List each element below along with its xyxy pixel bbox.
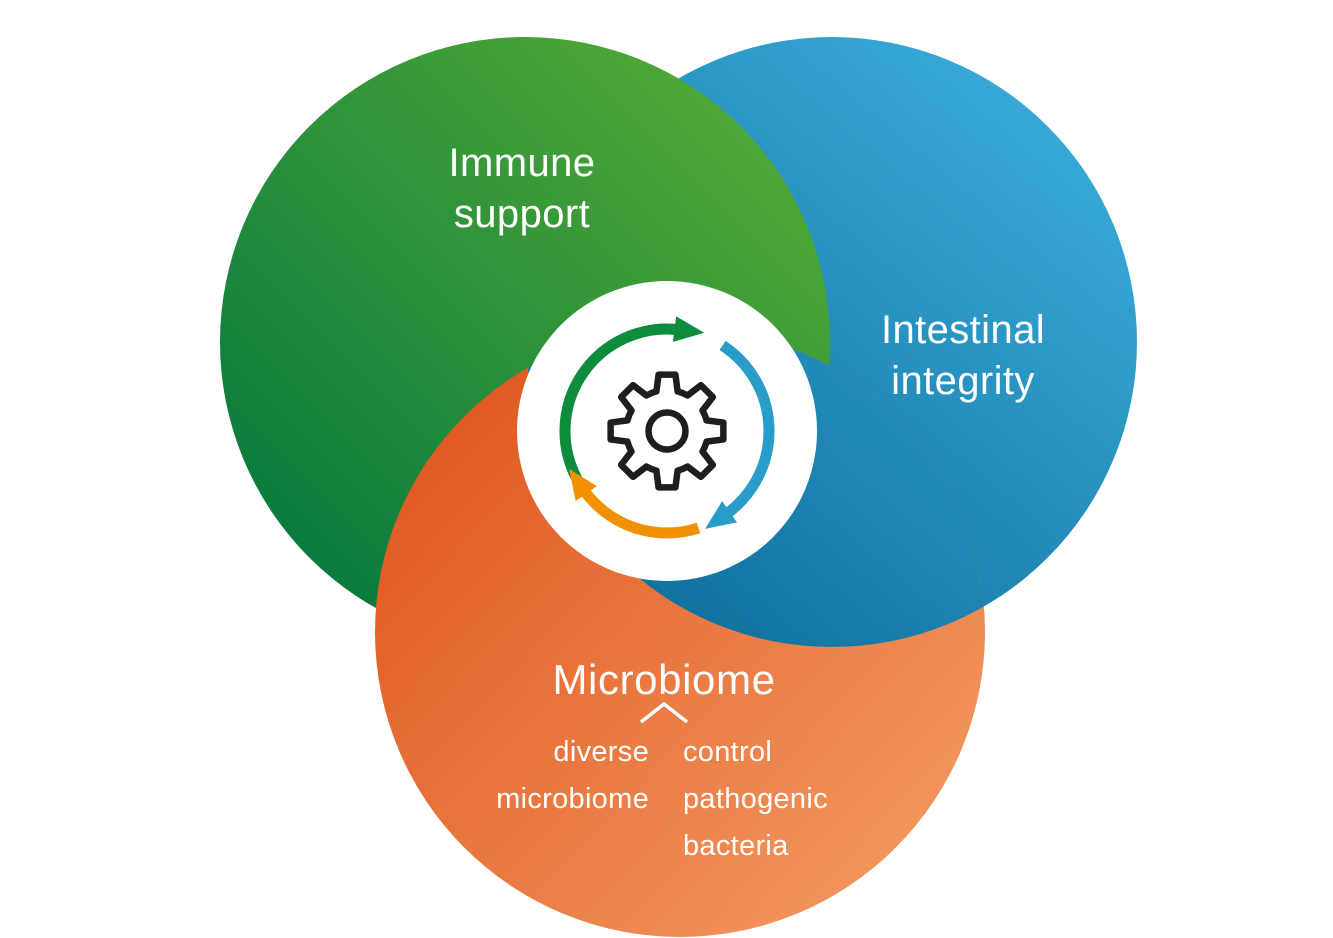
sub-right-line2: pathogenic bbox=[683, 783, 828, 815]
immune-label-line1: Immune bbox=[448, 141, 596, 185]
microbiome-label: Microbiome bbox=[552, 656, 775, 704]
microbiome-sub-left: diverse microbiome bbox=[496, 729, 649, 823]
intestinal-label-line2: integrity bbox=[891, 359, 1035, 403]
sub-left-line1: diverse bbox=[553, 736, 649, 768]
branch-caret-icon bbox=[639, 701, 689, 724]
immune-support-label: Immune support bbox=[449, 138, 596, 240]
microbiome-title: Microbiome bbox=[552, 656, 776, 703]
intestinal-integrity-label: Intestinal integrity bbox=[881, 305, 1045, 407]
intestinal-label-line1: Intestinal bbox=[880, 308, 1046, 352]
immune-label-line2: support bbox=[453, 192, 591, 236]
cycle-arrow-green bbox=[559, 316, 705, 482]
sub-left-line2: microbiome bbox=[496, 783, 649, 815]
microbiome-sub-right: control pathogenic bacteria bbox=[683, 729, 828, 870]
sub-right-line1: control bbox=[683, 736, 773, 768]
cycle-arrow-orange bbox=[569, 469, 701, 539]
gear-cycle-icon bbox=[559, 316, 775, 539]
sub-right-line3: bacteria bbox=[683, 830, 789, 862]
gear-hub bbox=[645, 409, 689, 453]
cycle-arrow-blue bbox=[705, 340, 775, 529]
